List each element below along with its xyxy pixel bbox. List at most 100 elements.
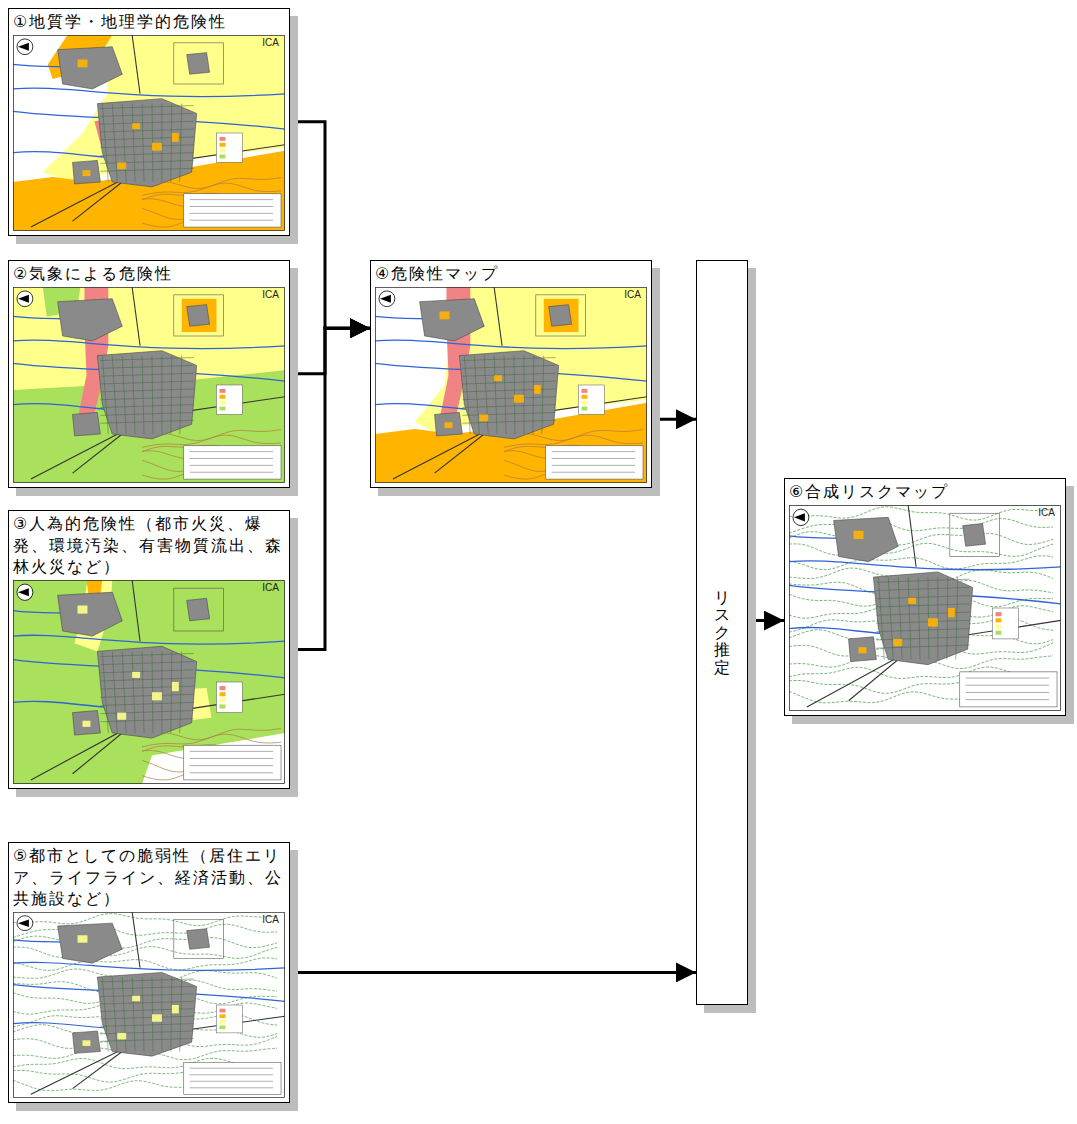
city-risk-patch (908, 597, 916, 603)
title-block-rule (552, 471, 635, 472)
street-line (170, 103, 172, 181)
map-frame: ICA (13, 580, 285, 784)
street-line (876, 587, 969, 590)
contour-line (13, 946, 277, 958)
flow-arrow (290, 328, 370, 649)
road-line (132, 287, 140, 346)
street-line (180, 355, 182, 433)
city-risk-patch (117, 712, 126, 719)
street-line (100, 702, 193, 705)
road-line (132, 35, 140, 94)
street-line (100, 381, 193, 384)
city-area (849, 636, 877, 661)
title-block-rule (966, 699, 1049, 700)
title-block-rule (190, 206, 273, 207)
city-risk-patch (152, 1014, 162, 1021)
street-line (100, 389, 193, 392)
road-line (73, 733, 123, 774)
map-border (789, 505, 1060, 710)
legend-chip (219, 686, 225, 690)
city-area (187, 929, 210, 949)
city-area (435, 412, 463, 436)
street-line (100, 1016, 193, 1019)
legend-box (217, 133, 243, 162)
legend-chip (581, 406, 587, 410)
street-line (170, 977, 172, 1051)
vertical-label: リスク推定 (714, 589, 730, 677)
city-risk-patch (82, 721, 90, 727)
title-block-rule (190, 464, 273, 465)
map-frame: ICA (13, 912, 285, 1098)
title-block-rule (190, 751, 273, 752)
city-risk-patch (172, 1005, 179, 1013)
city-risk-patch (172, 133, 179, 142)
map-panel: ④危険性マップICA (370, 260, 652, 488)
hazard-zone (86, 580, 102, 594)
city-area (187, 598, 210, 620)
street-line (888, 577, 893, 659)
hazard-zone (142, 733, 285, 784)
city-area (549, 304, 572, 326)
contour-line (13, 924, 277, 937)
legend-chip (219, 1009, 225, 1013)
legend-chip (219, 154, 225, 158)
map-frame: ICA (375, 287, 647, 483)
street-line (504, 355, 506, 433)
city-risk-patch (132, 123, 140, 129)
title-block-rule (190, 471, 273, 472)
city-risk-patch (172, 682, 179, 691)
city-area (97, 98, 196, 186)
street-line (918, 577, 920, 659)
street-line (170, 651, 172, 733)
title-block-rule (190, 1081, 273, 1082)
street-line (876, 645, 969, 648)
map-region-label: ICA (262, 290, 279, 300)
street-line (102, 651, 108, 733)
city-risk-patch (444, 422, 452, 428)
city-risk-patch (117, 1033, 126, 1040)
city-risk-patch (78, 935, 88, 942)
street-line (946, 577, 948, 659)
legend-chip (219, 400, 225, 404)
inset-frame (174, 42, 224, 83)
street-line (462, 412, 555, 415)
city-area (187, 304, 210, 326)
street-line (161, 977, 162, 1051)
street-line (100, 994, 193, 997)
city-risk-patch (152, 142, 162, 150)
city-area (97, 646, 196, 738)
city-risk-patch (893, 638, 902, 645)
legend-chip (995, 618, 1001, 622)
hazard-zone (182, 298, 217, 331)
street-line (100, 694, 193, 697)
map-illustration (13, 287, 285, 483)
city-risk-patch (152, 692, 162, 700)
map-region-label: ICA (262, 38, 279, 48)
map-border (13, 912, 284, 1097)
title-block-rule (190, 451, 273, 452)
city-area (834, 517, 899, 561)
legend-chip (219, 1014, 225, 1018)
north-symbol (379, 291, 395, 307)
legend-chip (995, 624, 1001, 628)
street-line (462, 396, 555, 399)
title-block (546, 445, 643, 478)
street-line (161, 355, 162, 433)
street-line (100, 373, 193, 376)
legend-box (993, 608, 1019, 639)
north-arrow (18, 42, 29, 50)
street-line (100, 412, 193, 415)
street-line (112, 651, 117, 733)
road-line (494, 287, 502, 346)
map-region-label: ICA (262, 915, 279, 925)
flow-arrow (290, 122, 370, 328)
map-illustration (13, 35, 285, 231)
map-region-label: ICA (262, 583, 279, 593)
street-line (876, 603, 969, 606)
legend-box (217, 385, 243, 414)
contour-line (789, 518, 1053, 533)
street-line (100, 121, 193, 124)
panel-heading: ⑤都市としての脆弱性（居住エリア、ライフライン、経済活動、公共施設など） (9, 843, 289, 912)
city-area (459, 350, 558, 438)
